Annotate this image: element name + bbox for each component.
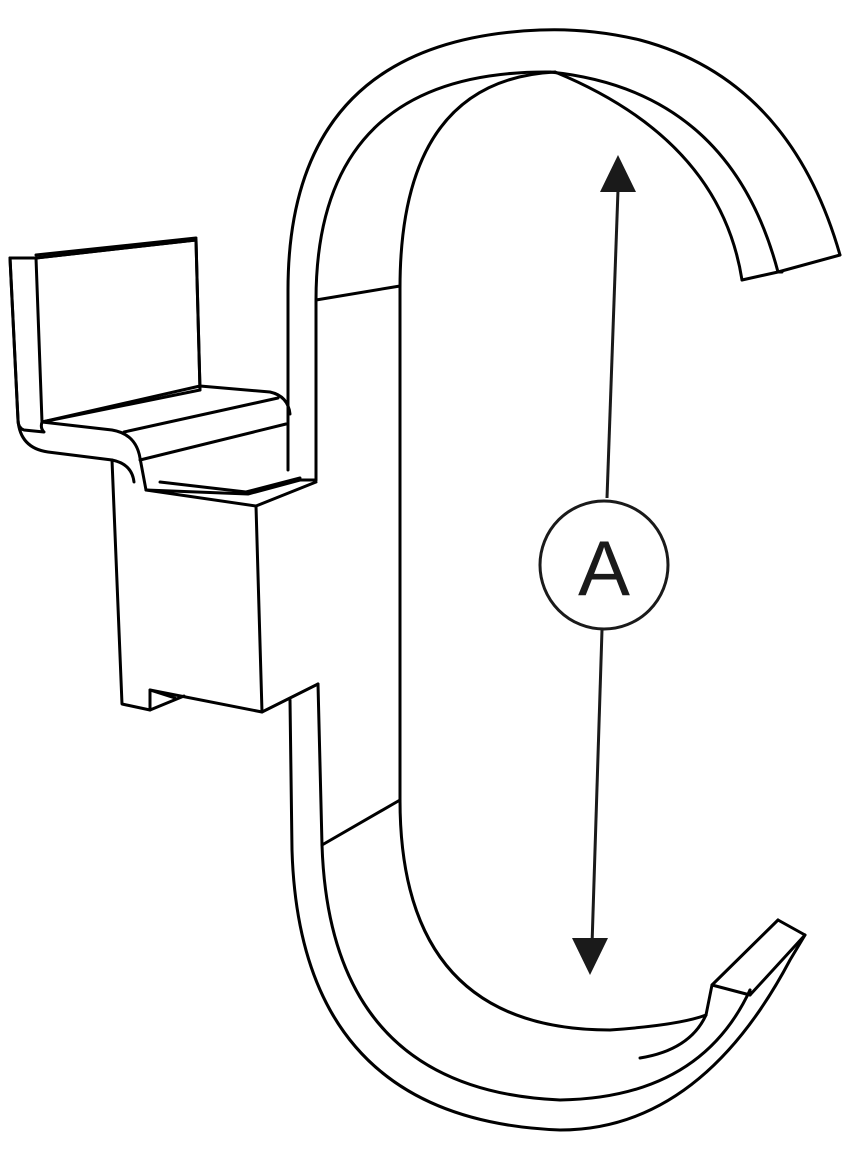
arrow-up-icon xyxy=(600,155,636,192)
dimension-a: A xyxy=(538,155,670,975)
mounting-bracket xyxy=(8,236,320,714)
dimension-line-upper xyxy=(605,189,620,499)
dimension-label: A xyxy=(578,524,630,612)
dimension-line-lower xyxy=(590,629,604,946)
c-hook xyxy=(286,28,842,1132)
hook-upper-outer xyxy=(286,28,842,472)
dimension-label-circle xyxy=(538,499,670,631)
arrow-down-icon xyxy=(572,938,608,975)
